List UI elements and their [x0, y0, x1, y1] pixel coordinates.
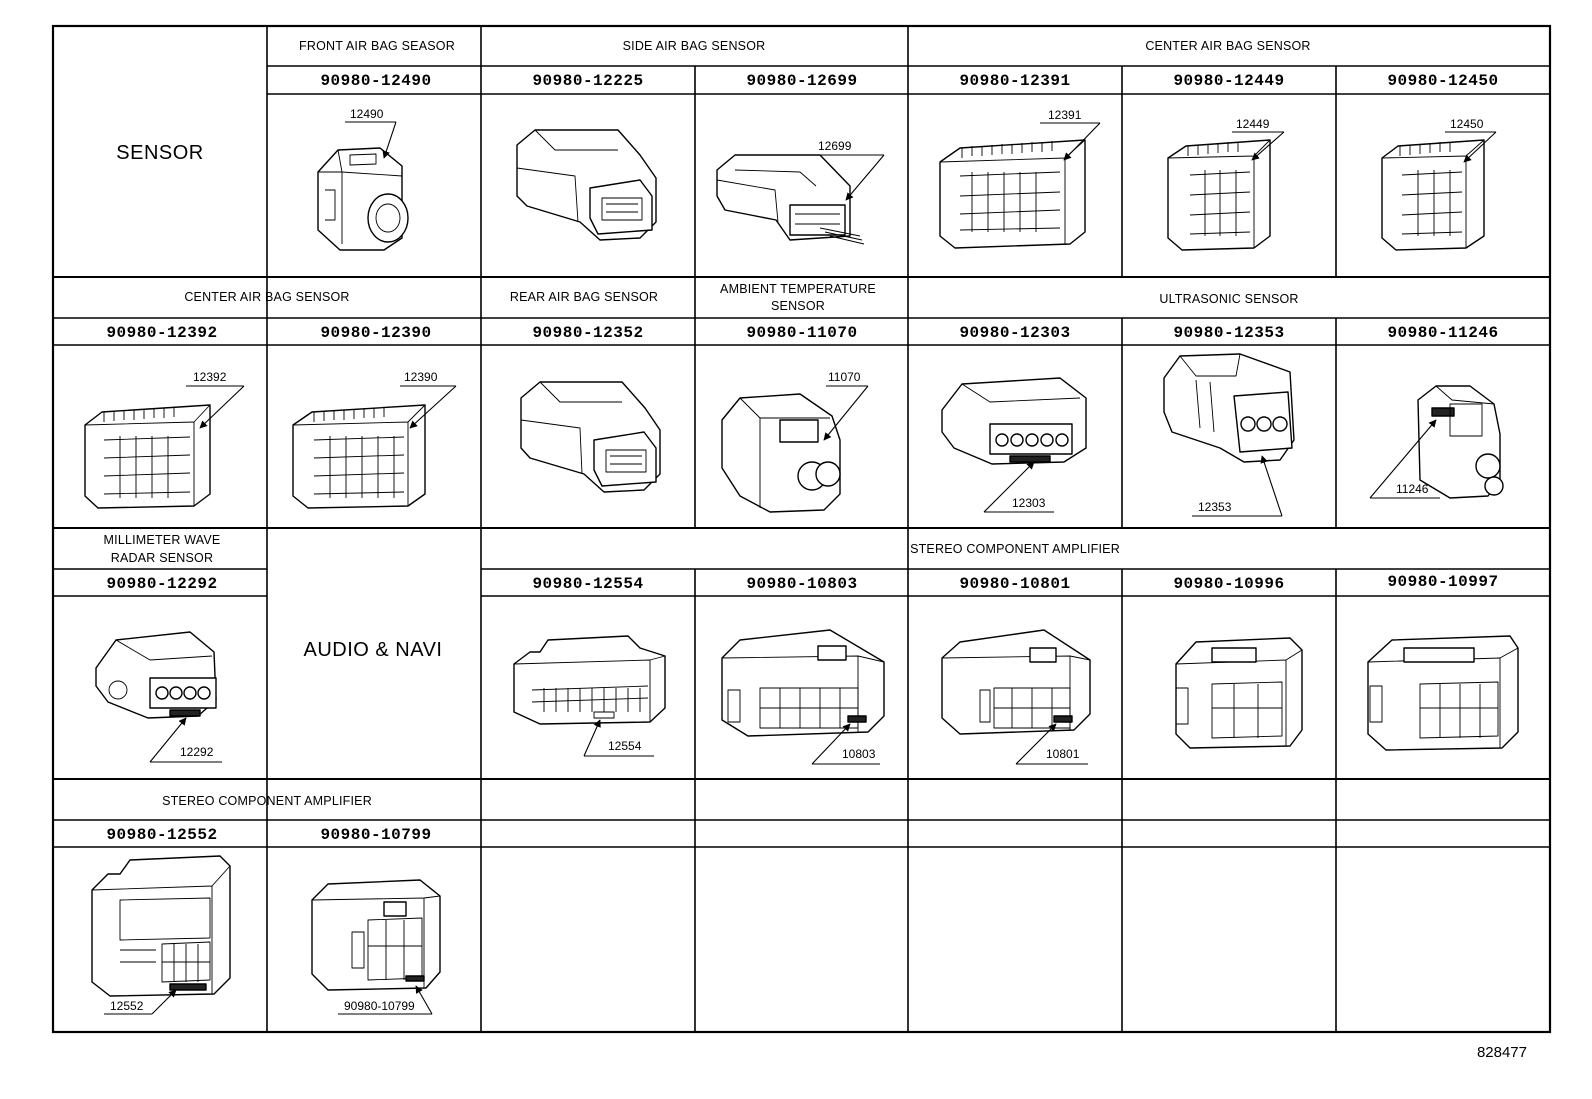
part-number: 90980-12392 [106, 324, 217, 342]
part-number: 90980-10997 [1387, 573, 1498, 591]
callout-12699 [812, 154, 885, 201]
connector-12352-illustration [520, 381, 661, 493]
callout-label: 10803 [842, 747, 876, 761]
connector-12552-illustration [91, 855, 231, 997]
callout-label: 12303 [1012, 496, 1046, 510]
part-number: 90980-12699 [746, 72, 857, 90]
header-center-air-bag-sensor-2: CENTER AIR BAG SENSOR [184, 290, 349, 304]
callout-11246 [1369, 419, 1440, 499]
connector-10803-illustration [721, 629, 885, 737]
connector-10801-illustration [941, 629, 1091, 735]
connector-12292-illustration [95, 631, 217, 719]
callout-label: 12552 [110, 999, 144, 1013]
header-ultrasonic-sensor: ULTRASONIC SENSOR [1159, 292, 1298, 306]
header-rear-air-bag-sensor: REAR AIR BAG SENSOR [510, 290, 658, 304]
row1-category-label: SENSOR [116, 142, 203, 164]
connector-12392-illustration [84, 404, 211, 509]
header-stereo-component-amplifier-2: STEREO COMPONENT AMPLIFIER [162, 794, 372, 808]
header-ambient-temperature-line1: AMBIENT TEMPERATURE [720, 282, 876, 296]
callout-label: 12449 [1236, 117, 1270, 131]
illustration-reference-number: 828477 [1477, 1044, 1527, 1061]
part-number: 90980-12353 [1173, 324, 1284, 342]
callout-12303 [983, 461, 1054, 513]
header-side-air-bag-sensor: SIDE AIR BAG SENSOR [623, 39, 766, 53]
callout-10801 [1015, 723, 1088, 765]
callout-12390 [400, 385, 457, 429]
part-number: 90980-10801 [959, 575, 1070, 593]
callout-label: 11246 [1396, 482, 1429, 496]
part-number: 90980-12449 [1173, 72, 1284, 90]
connector-12390-illustration [292, 404, 426, 509]
connector-12450-illustration [1381, 139, 1485, 251]
connector-12353-illustration [1163, 353, 1295, 463]
part-number: 90980-12552 [106, 826, 217, 844]
part-number: 90980-12292 [106, 575, 217, 593]
callout-label: 12554 [608, 739, 642, 753]
callout-12449 [1232, 131, 1285, 161]
callout-12353 [1192, 455, 1283, 517]
row3-category-label: AUDIO & NAVI [304, 639, 443, 661]
header-millimeter-wave-line2: RADAR SENSOR [111, 551, 213, 565]
callout-10803 [811, 723, 880, 765]
connector-12699-illustration [716, 154, 865, 245]
callout-12490 [345, 121, 397, 159]
part-number: 90980-12303 [959, 324, 1070, 342]
connector-12449-illustration [1167, 139, 1271, 251]
part-number: 90980-10799 [320, 826, 431, 844]
connector-12391-illustration [939, 139, 1086, 249]
callout-label: 12353 [1198, 500, 1232, 514]
connector-10799-illustration [311, 879, 441, 991]
callout-12292 [149, 717, 222, 763]
callout-12552 [104, 989, 177, 1015]
part-number: 90980-12225 [532, 72, 643, 90]
part-number: 90980-10803 [746, 575, 857, 593]
connector-12490-illustration [317, 147, 409, 251]
callout-label: 12392 [193, 370, 227, 384]
table-grid [51, 24, 1552, 1034]
header-center-air-bag-sensor: CENTER AIR BAG SENSOR [1145, 39, 1310, 53]
connector-12303-illustration [941, 377, 1087, 465]
part-number: 90980-11070 [746, 324, 857, 342]
header-ambient-temperature-line2: SENSOR [771, 299, 825, 313]
part-number: 90980-12554 [532, 575, 643, 593]
callout-12450 [1445, 131, 1497, 163]
callout-label: 12390 [404, 370, 438, 384]
callout-label: 12450 [1450, 117, 1484, 131]
callout-label: 11070 [828, 370, 861, 384]
header-front-air-bag-sensor: FRONT AIR BAG SEASOR [299, 39, 455, 53]
part-number: 90980-10996 [1173, 575, 1284, 593]
callout-label: 12391 [1048, 108, 1082, 122]
header-millimeter-wave-line1: MILLIMETER WAVE [104, 533, 221, 547]
connector-12225-illustration [516, 129, 657, 241]
callout-label: 12292 [180, 745, 214, 759]
callout-10799 [338, 985, 433, 1015]
callout-label: 12490 [350, 107, 384, 121]
part-number: 90980-12490 [320, 72, 431, 90]
part-number: 90980-12352 [532, 324, 643, 342]
callout-label: 90980-10799 [344, 999, 415, 1013]
callout-12392 [186, 385, 245, 429]
part-number: 90980-12450 [1387, 72, 1498, 90]
callout-11070 [823, 385, 869, 441]
connector-12554-illustration [513, 635, 666, 725]
connector-11070-illustration [721, 393, 841, 513]
part-number: 90980-11246 [1387, 324, 1498, 342]
connector-11246-illustration [1417, 385, 1504, 499]
callout-label: 12699 [818, 139, 852, 153]
part-number: 90980-12390 [320, 324, 431, 342]
connector-10997-illustration [1367, 635, 1519, 751]
header-stereo-component-amplifier: STEREO COMPONENT AMPLIFIER [910, 542, 1120, 556]
part-number: 90980-12391 [959, 72, 1070, 90]
connector-10996-illustration [1175, 637, 1303, 749]
callout-label: 10801 [1046, 747, 1080, 761]
callout-12391 [1040, 122, 1101, 161]
callout-12554 [583, 719, 654, 757]
